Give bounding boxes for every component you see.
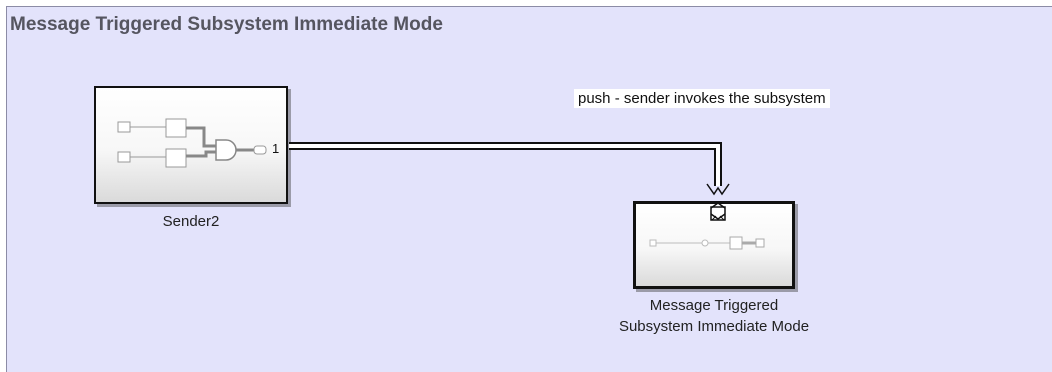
subsystem-preview-icon <box>649 236 765 250</box>
sender2-preview-icon <box>117 118 267 168</box>
message-signal-line[interactable] <box>289 142 722 186</box>
envelope-trigger-icon <box>710 202 726 221</box>
area-title: Message Triggered Subsystem Immediate Mo… <box>10 14 443 35</box>
sender2-label[interactable]: Sender2 <box>162 213 220 230</box>
annotation-note[interactable]: push - sender invokes the subsystem <box>574 89 830 108</box>
message-arrow-icon <box>706 183 730 196</box>
sender2-block[interactable] <box>94 86 288 204</box>
sender2-outport-number: 1 <box>272 141 280 156</box>
subsystem-label-line1[interactable]: Message Triggered <box>649 297 779 314</box>
subsystem-label-line2[interactable]: Subsystem Immediate Mode <box>618 318 810 335</box>
